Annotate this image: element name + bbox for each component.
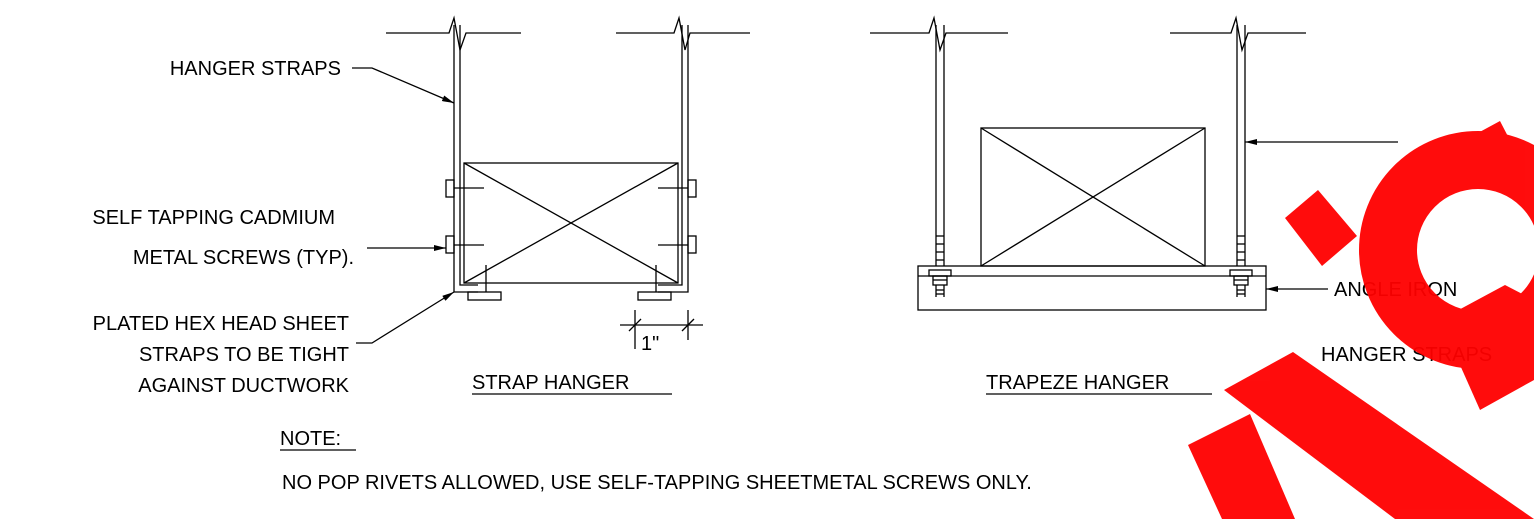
leader-hanger-straps: [352, 67, 455, 104]
note-heading: NOTE:: [280, 428, 341, 450]
strap-left-inner: [459, 25, 478, 286]
strap-hanger-labels: HANGER STRAPS SELF TAPPING CADMIUM METAL…: [92, 58, 659, 397]
strap-right-inner: [658, 25, 683, 286]
dimension-label: 1": [641, 333, 659, 355]
callout-sheet-line1: PLATED HEX HEAD SHEET: [93, 313, 349, 335]
strap-hanger-detail: [352, 15, 750, 395]
trapeze-hanger-detail: [870, 15, 1398, 395]
screw-left-upper: [445, 179, 455, 198]
callout-sheet-line2: STRAPS TO BE TIGHT: [139, 344, 349, 366]
break-line-right: [616, 15, 750, 51]
strap-left: [453, 25, 478, 293]
notes-block: NOTE: NO POP RIVETS ALLOWED, USE SELF-TA…: [280, 428, 1032, 494]
leader-sheet-straps: [356, 291, 455, 344]
screw-bottom-right: [637, 291, 672, 301]
watermark-logo: [1188, 121, 1534, 519]
callout-hanger-straps: HANGER STRAPS: [170, 58, 341, 80]
angle-iron: [917, 265, 1267, 311]
screw-right-upper: [687, 179, 697, 198]
break-line-left: [386, 15, 521, 53]
trapeze-hanger-title: TRAPEZE HANGER: [986, 372, 1169, 394]
screw-bottom-left: [467, 291, 502, 301]
screw-left-lower: [445, 235, 455, 254]
note-text: NO POP RIVETS ALLOWED, USE SELF-TAPPING …: [282, 472, 1032, 494]
callout-screws-line2: METAL SCREWS (TYP).: [133, 247, 354, 269]
break-line-left: [870, 15, 1008, 53]
callout-screws-line1: SELF TAPPING CADMIUM: [92, 207, 335, 229]
screw-right-lower: [687, 235, 697, 254]
duct-section: [463, 162, 679, 284]
strap-right: [658, 25, 689, 293]
dimension-1-inch: [620, 310, 703, 349]
strap-hanger-title: STRAP HANGER: [472, 372, 629, 394]
callout-sheet-line3: AGAINST DUCTWORK: [138, 375, 349, 397]
break-line-right: [1170, 15, 1306, 53]
